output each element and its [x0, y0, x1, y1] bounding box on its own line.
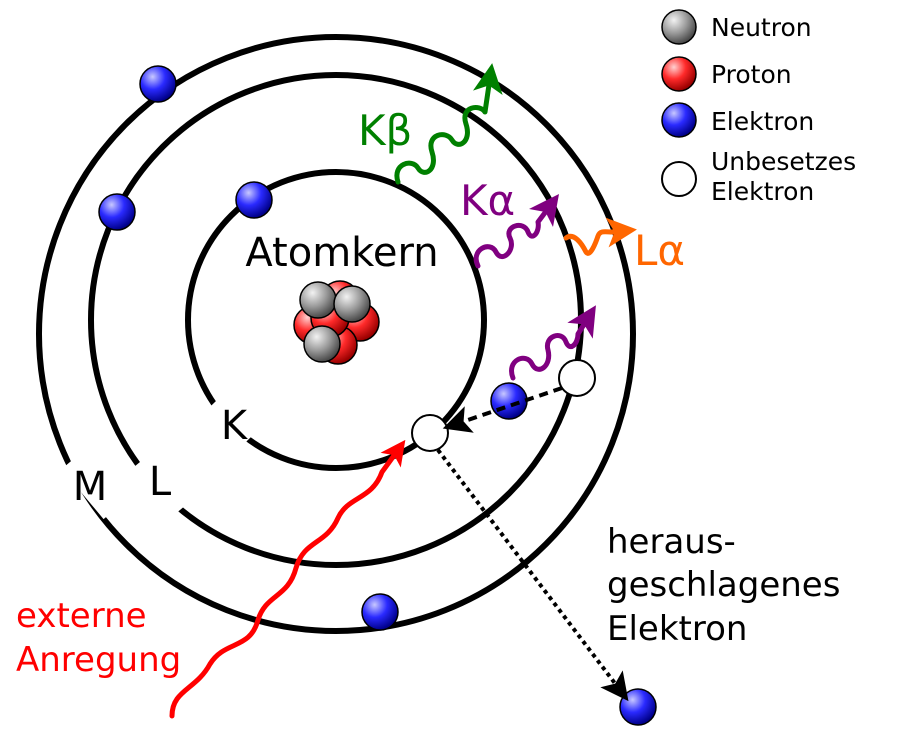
nucleus — [293, 280, 380, 365]
shell-k-ring — [185, 169, 487, 471]
legend-vacancy-line: Unbesetzes — [711, 147, 856, 176]
electron — [235, 181, 273, 219]
ejected-label: heraus- geschlagenes Elektron — [607, 522, 851, 649]
electron — [361, 593, 399, 631]
excitation-label-line: Anregung — [16, 640, 181, 680]
legend-vacancy-swatch — [661, 161, 697, 197]
kbeta-label: Kβ — [358, 106, 412, 155]
shell-label-m: M — [73, 464, 108, 510]
vacancy — [411, 414, 449, 452]
shell-m-gap — [61, 454, 121, 520]
legend-proton-swatch — [661, 56, 697, 92]
shell-l-gap — [131, 454, 189, 518]
legend-neutron-label: Neutron — [711, 13, 812, 42]
kalpha-label: Kα — [460, 176, 515, 225]
shell-label-k: K — [221, 403, 249, 449]
ejected-label-line: heraus- — [607, 522, 736, 562]
neutron — [333, 285, 371, 323]
nucleus-title: Atomkern — [245, 230, 438, 276]
excitation-wave — [169, 439, 406, 719]
ejected-label-line: geschlagenes — [607, 565, 840, 605]
kalpha-wave-2 — [509, 305, 596, 381]
ejected-electron — [619, 688, 657, 726]
electron — [139, 65, 177, 103]
ejected-label-line: Elektron — [607, 609, 747, 649]
ejection-path — [436, 448, 629, 702]
excitation-label: externe Anregung — [16, 596, 181, 680]
shell-k-gap — [207, 394, 258, 446]
transition-arrow — [442, 386, 563, 433]
lalpha-wave — [563, 217, 637, 256]
electron — [98, 193, 136, 231]
lalpha-label: Lα — [634, 226, 685, 275]
legend-neutron-swatch — [661, 9, 697, 45]
excitation-label-line: externe — [16, 596, 147, 636]
legend-electron-swatch — [661, 102, 697, 138]
legend-electron-label: Elektron — [711, 107, 814, 136]
kalpha-wave — [473, 194, 559, 269]
shell-m-ring — [36, 34, 636, 634]
shell-label-l: L — [149, 459, 172, 505]
legend-vacancy-line: Elektron — [711, 177, 814, 206]
vacancy — [558, 359, 596, 397]
electron — [490, 382, 528, 420]
legend-proton-label: Proton — [711, 60, 792, 89]
neutron — [299, 281, 337, 319]
neutron — [303, 325, 341, 363]
legend: Neutron Proton Elektron Unbesetzes Elekt… — [661, 9, 864, 206]
legend-vacancy-label: Unbesetzes Elektron — [711, 147, 864, 206]
kbeta-wave — [394, 63, 503, 185]
